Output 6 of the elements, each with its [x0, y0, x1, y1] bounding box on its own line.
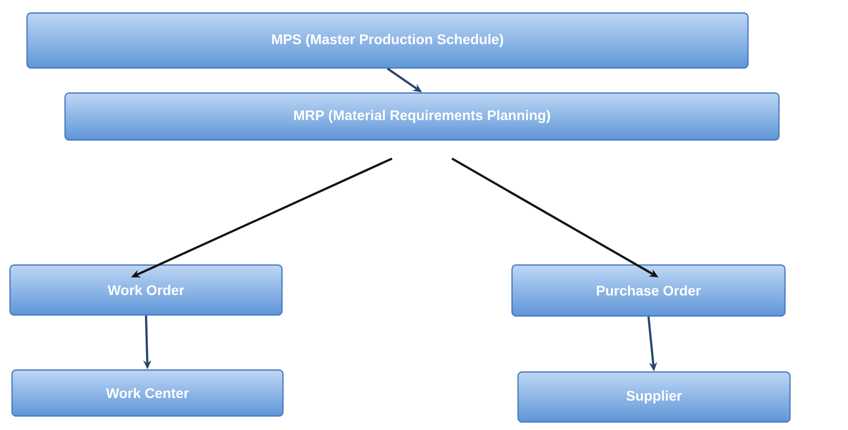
process-box: Supplier	[517, 371, 791, 423]
process-box: MRP (Material Requirements Planning)	[64, 92, 780, 141]
process-box: Work Center	[11, 369, 284, 417]
process-box: Purchase Order	[511, 264, 786, 317]
process-box: MPS (Master Production Schedule)	[26, 12, 749, 69]
process-box: Work Order	[9, 264, 283, 316]
